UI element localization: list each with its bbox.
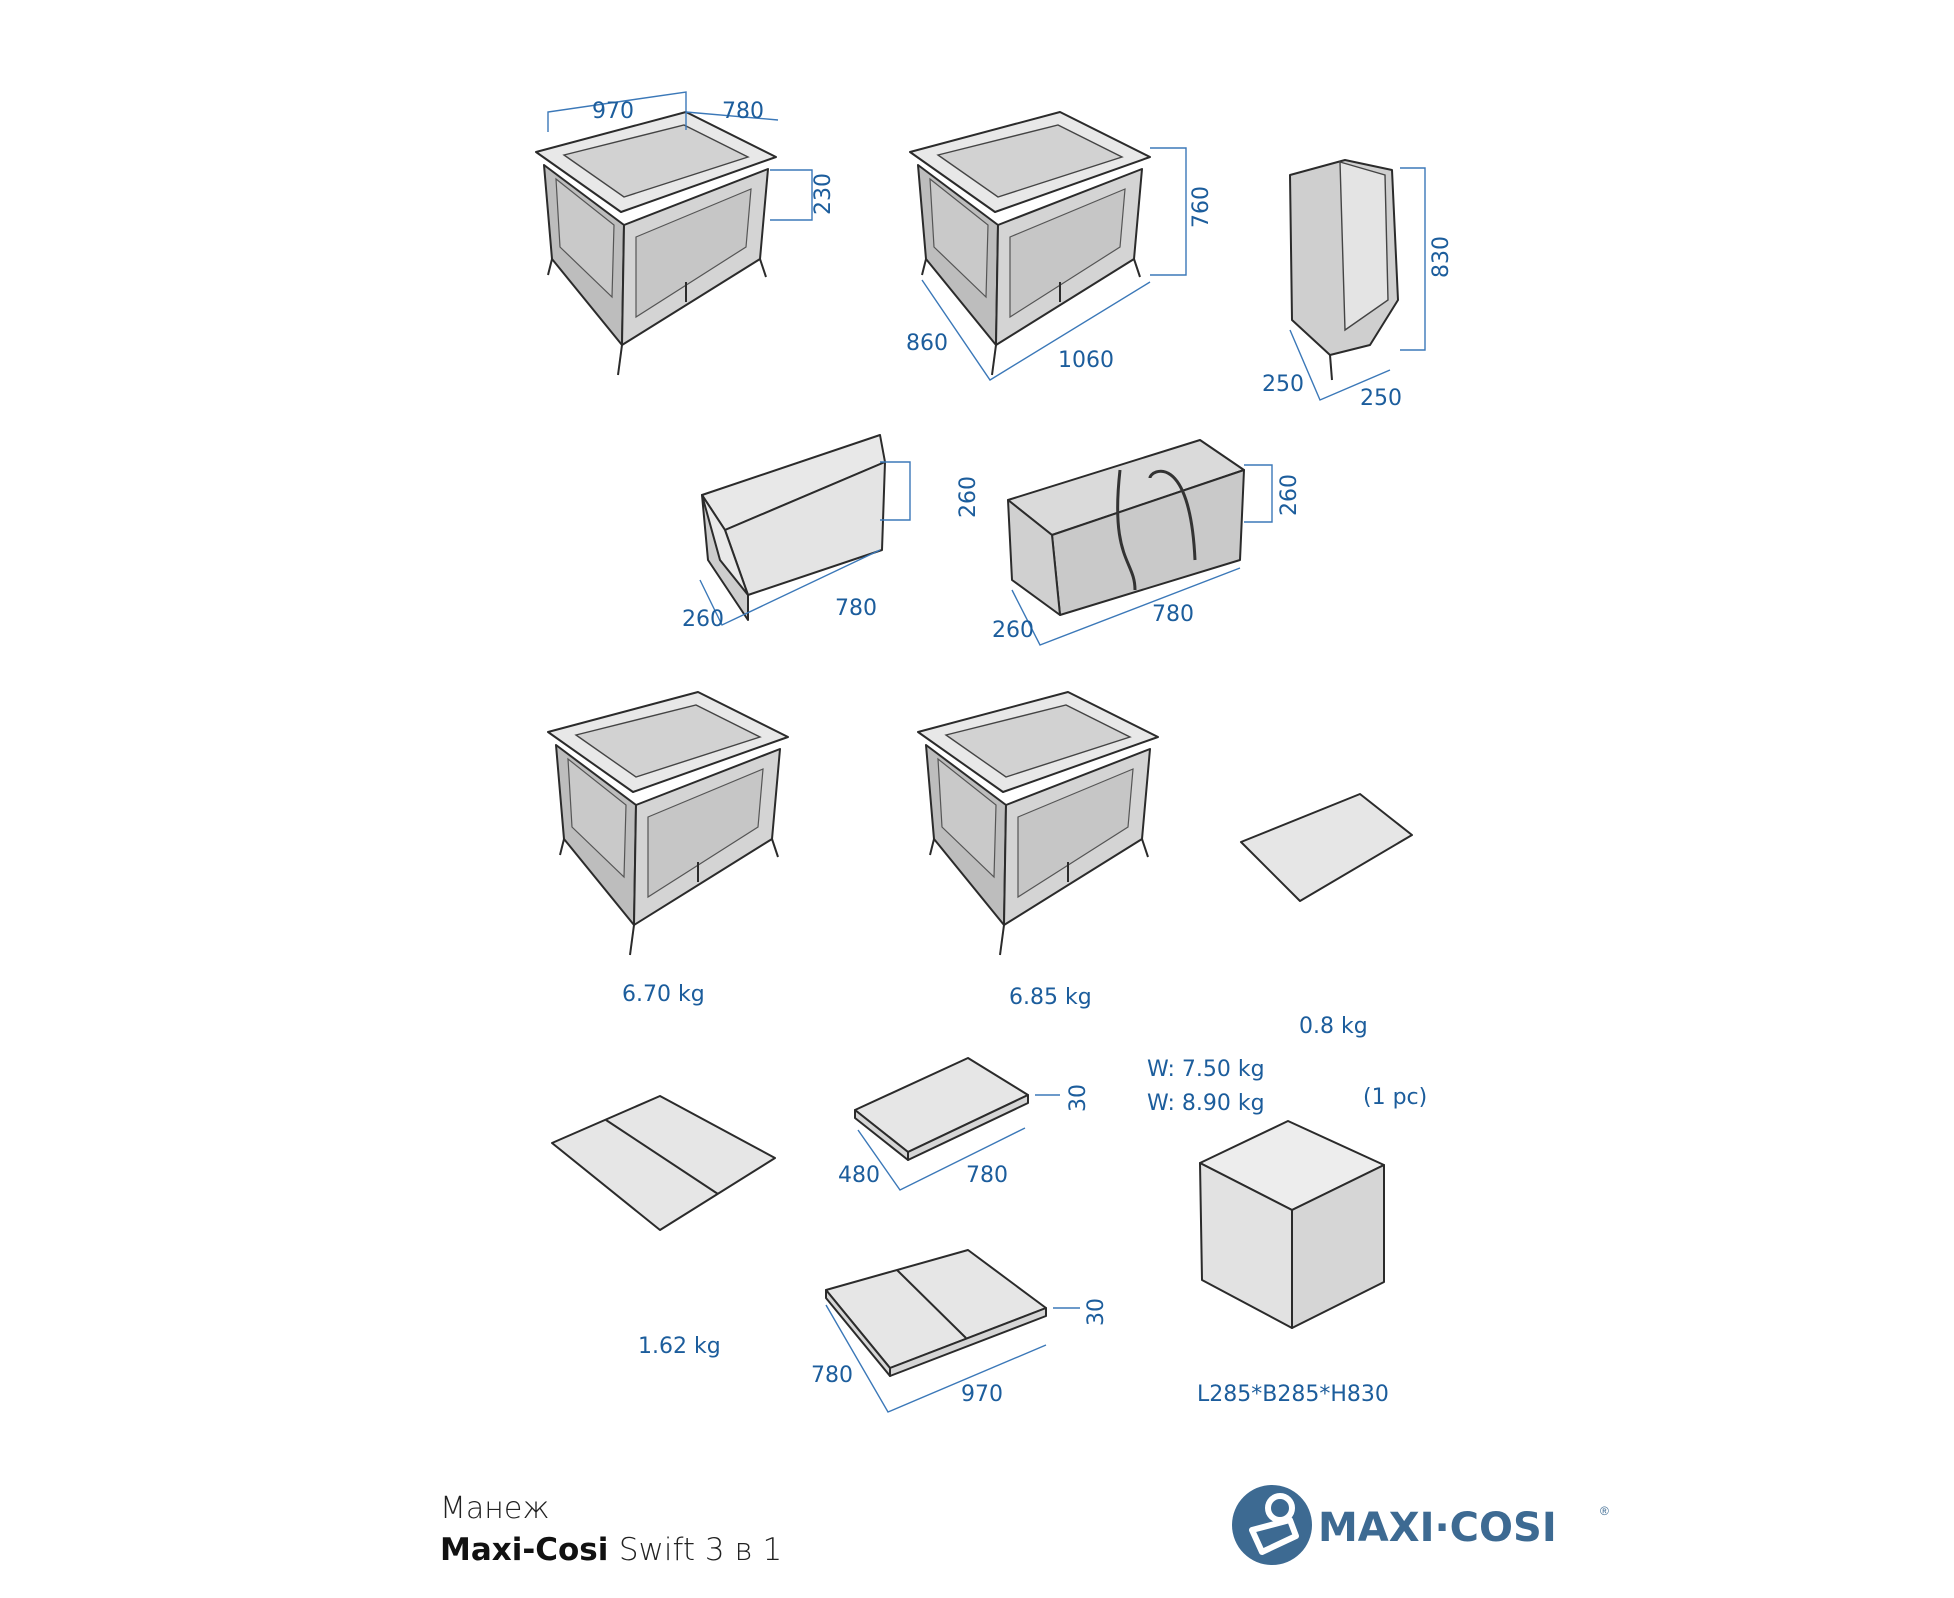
dim-width: 1060 bbox=[1058, 348, 1114, 373]
caption-category: Манеж bbox=[440, 1491, 550, 1526]
bag-carry-view: 260 260 780 bbox=[992, 439, 1302, 646]
dim-depth: 260 bbox=[992, 618, 1034, 643]
package-view: W: 7.50 kg W: 8.90 kg (1 pc) L285*B285*H… bbox=[1147, 1057, 1427, 1407]
mattress-b-depth: 780 bbox=[811, 1363, 853, 1388]
weight-playpen-b: 6.85 kg bbox=[1009, 985, 1092, 1010]
mattress-b-width: 970 bbox=[961, 1382, 1003, 1407]
mat-folded-view bbox=[551, 1095, 776, 1231]
playpen-b-illustration bbox=[917, 691, 1159, 956]
bag-closed-view: 260 260 780 bbox=[682, 434, 981, 632]
mattress-b-view: 30 780 970 bbox=[811, 1249, 1109, 1413]
weight-mat-folded: 1.62 kg bbox=[638, 1334, 721, 1359]
dim-depth: 780 bbox=[722, 99, 764, 124]
dim-height: 260 bbox=[1277, 474, 1302, 516]
package-qty: (1 pc) bbox=[1363, 1085, 1427, 1110]
mattress-a-depth: 480 bbox=[838, 1163, 880, 1188]
logo-text: MAXI·COSI bbox=[1318, 1505, 1557, 1551]
package-dimensions: L285*B285*H830 bbox=[1197, 1382, 1389, 1407]
mattress-b-thickness: 30 bbox=[1084, 1298, 1109, 1326]
dim-width: 250 bbox=[1360, 386, 1402, 411]
caption-model: Swift 3 в 1 bbox=[619, 1532, 782, 1568]
dim-depth: 860 bbox=[906, 331, 948, 356]
dim-width: 780 bbox=[1152, 602, 1194, 627]
dim-width: 780 bbox=[835, 596, 877, 621]
caption-product: Maxi-Cosi Swift 3 в 1 bbox=[440, 1532, 782, 1568]
mattress-a-thickness: 30 bbox=[1066, 1084, 1091, 1112]
playpen-a-illustration bbox=[547, 691, 789, 956]
package-weight-gross: W: 8.90 kg bbox=[1147, 1091, 1265, 1116]
logo-registered: ® bbox=[1600, 1504, 1609, 1518]
dim-depth: 260 bbox=[682, 607, 724, 632]
package-weight-net: W: 7.50 kg bbox=[1147, 1057, 1265, 1082]
weight-mat-small: 0.8 kg bbox=[1299, 1014, 1368, 1039]
dim-height: 830 bbox=[1429, 236, 1454, 278]
dim-width: 970 bbox=[592, 99, 634, 124]
folded-view: 830 250 250 bbox=[1262, 159, 1454, 411]
dim-height: 260 bbox=[956, 476, 981, 518]
dim-height: 230 bbox=[811, 173, 836, 215]
mat-small-illustration bbox=[1240, 793, 1413, 902]
playpen-full-view: 970 780 230 bbox=[535, 91, 836, 376]
mattress-a-view: 30 480 780 bbox=[838, 1057, 1091, 1191]
caption-brand: Maxi-Cosi bbox=[440, 1532, 608, 1568]
weight-playpen-a: 6.70 kg bbox=[622, 982, 705, 1007]
maxi-cosi-logo: MAXI·COSI ® bbox=[1232, 1485, 1609, 1565]
mattress-a-width: 780 bbox=[966, 1163, 1008, 1188]
playpen-bassinet-view: 760 860 1060 bbox=[906, 111, 1214, 381]
dim-depth: 250 bbox=[1262, 372, 1304, 397]
dim-height: 760 bbox=[1189, 186, 1214, 228]
